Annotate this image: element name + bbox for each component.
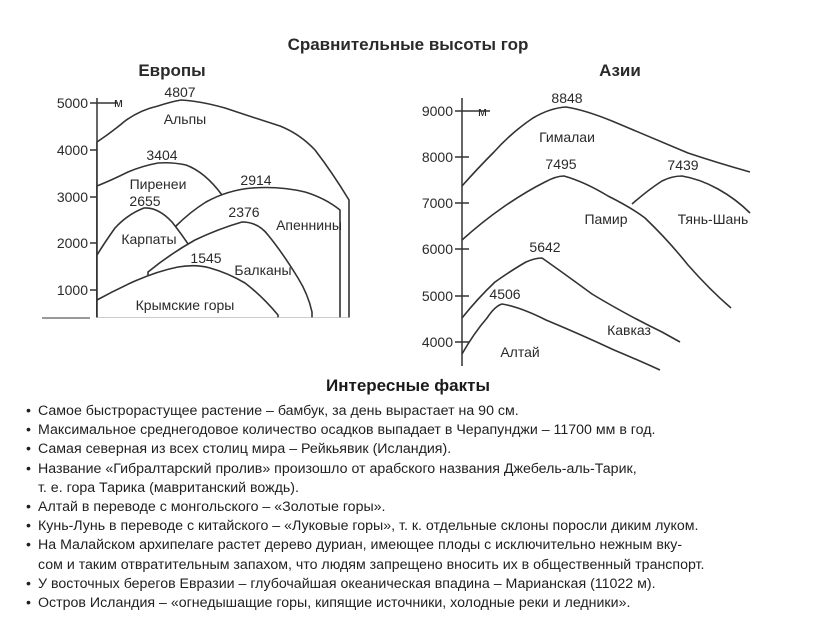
peak-label-crimean: 1545 [190,250,221,266]
europe-heading: Европы [138,61,205,80]
fact-text: Самое быстрорастущее растение – бамбук, … [38,403,519,419]
europe-panel: Европы 5000 4000 3000 2000 1000 м [42,61,360,321]
peak-label-balkans: 2376 [228,204,259,220]
fact-item: Кунь-Лунь в переводе с китайского – «Лук… [26,517,796,536]
fact-item: Самое быстрорастущее растение – бамбук, … [26,402,796,421]
range-label-alps: Альпы [164,111,206,127]
peak-label-apennines: 2914 [240,172,271,188]
range-label-carpathians: Карпаты [121,231,176,247]
europe-unit-label: м [114,95,123,110]
peak-label-himalayas: 8848 [551,90,582,106]
range-label-tianshan: Тянь-Шань [678,211,749,227]
fact-item: Алтай в переводе с монгольского – «Золот… [26,498,796,517]
europe-tick-label: 3000 [57,189,88,205]
peak-label-caucasus: 5642 [529,239,560,255]
europe-tick-label: 4000 [57,142,88,158]
peak-label-pamir: 7495 [545,156,576,172]
fact-text: На Малайском архипелаге растет дерево ду… [38,537,683,554]
asia-heading: Азии [599,61,641,80]
mountain-outline-himalayas [461,106,751,187]
fact-item: У восточных берегов Евразии – глубочайша… [26,575,796,594]
asia-panel: Азии 9000 8000 7000 6000 5000 4000 м [422,61,751,371]
range-label-himalayas: Гималаи [539,129,595,145]
fact-item: Максимальное среднегодовое количество ос… [26,421,796,440]
fact-text: сом и таким отвратительным запахом, что … [38,556,705,573]
europe-tick-label: 5000 [57,95,88,111]
peak-label-alps: 4807 [164,84,195,100]
europe-tick-label: 1000 [57,282,88,298]
fact-text: Остров Исландия – «огнедышащие горы, кип… [38,595,631,612]
peak-label-carpathians: 2655 [129,193,160,209]
fact-text: Максимальное среднегодовое количество ос… [38,422,656,439]
asia-unit-label: м [478,104,487,119]
diagram-title: Сравнительные высоты гор [288,35,529,54]
asia-tick-label: 7000 [422,195,453,211]
mountain-outline-crimean [96,264,279,319]
range-label-crimean: Крымские горы [136,297,235,313]
range-label-apennines: Апеннины [276,217,342,233]
asia-tick-label: 6000 [422,241,453,257]
mountain-heights-diagram: Сравнительные высоты гор Европы 5000 400… [42,35,751,371]
range-label-caucasus: Кавказ [607,322,651,338]
peak-label-pyrenees: 3404 [146,147,177,163]
fact-text: т. е. гора Тарика (мавританский вождь). [38,479,299,496]
mountain-outline-altai [461,303,661,371]
asia-tick-label: 8000 [422,149,453,165]
mountain-outline-caucasus [461,257,681,343]
range-label-altai: Алтай [500,344,539,360]
mountain-outline-tianshan [631,175,751,214]
mountain-outline-pamir [461,175,732,309]
range-label-pyrenees: Пиренеи [130,176,187,192]
fact-item: Остров Исландия – «огнедышащие горы, кип… [26,594,796,613]
fact-item: Самая северная из всех столиц мира – Рей… [26,440,796,459]
peak-label-tianshan: 7439 [667,157,698,173]
range-label-pamir: Памир [584,211,627,227]
asia-tick-label: 4000 [422,334,453,350]
fact-item: На Малайском архипелаге растет дерево ду… [26,536,796,574]
fact-text: Самая северная из всех столиц мира – Рей… [38,441,452,458]
fact-text: Алтай в переводе с монгольского – «Золот… [38,499,386,516]
facts-title: Интересные факты [326,376,490,395]
europe-tick-label: 2000 [57,235,88,251]
fact-text: У восточных берегов Евразии – глубочайша… [38,575,656,592]
range-label-balkans: Балканы [234,262,291,278]
fact-text: Кунь-Лунь в переводе с китайского – «Лук… [38,518,699,535]
fact-text: Название «Гибралтарский пролив» произошл… [38,460,637,477]
facts-list: Самое быстрорастущее растение – бамбук, … [26,402,796,613]
asia-tick-label: 5000 [422,288,453,304]
peak-label-altai: 4506 [489,286,520,302]
asia-tick-label: 9000 [422,103,453,119]
fact-item: Название «Гибралтарский пролив» произошл… [26,460,796,498]
